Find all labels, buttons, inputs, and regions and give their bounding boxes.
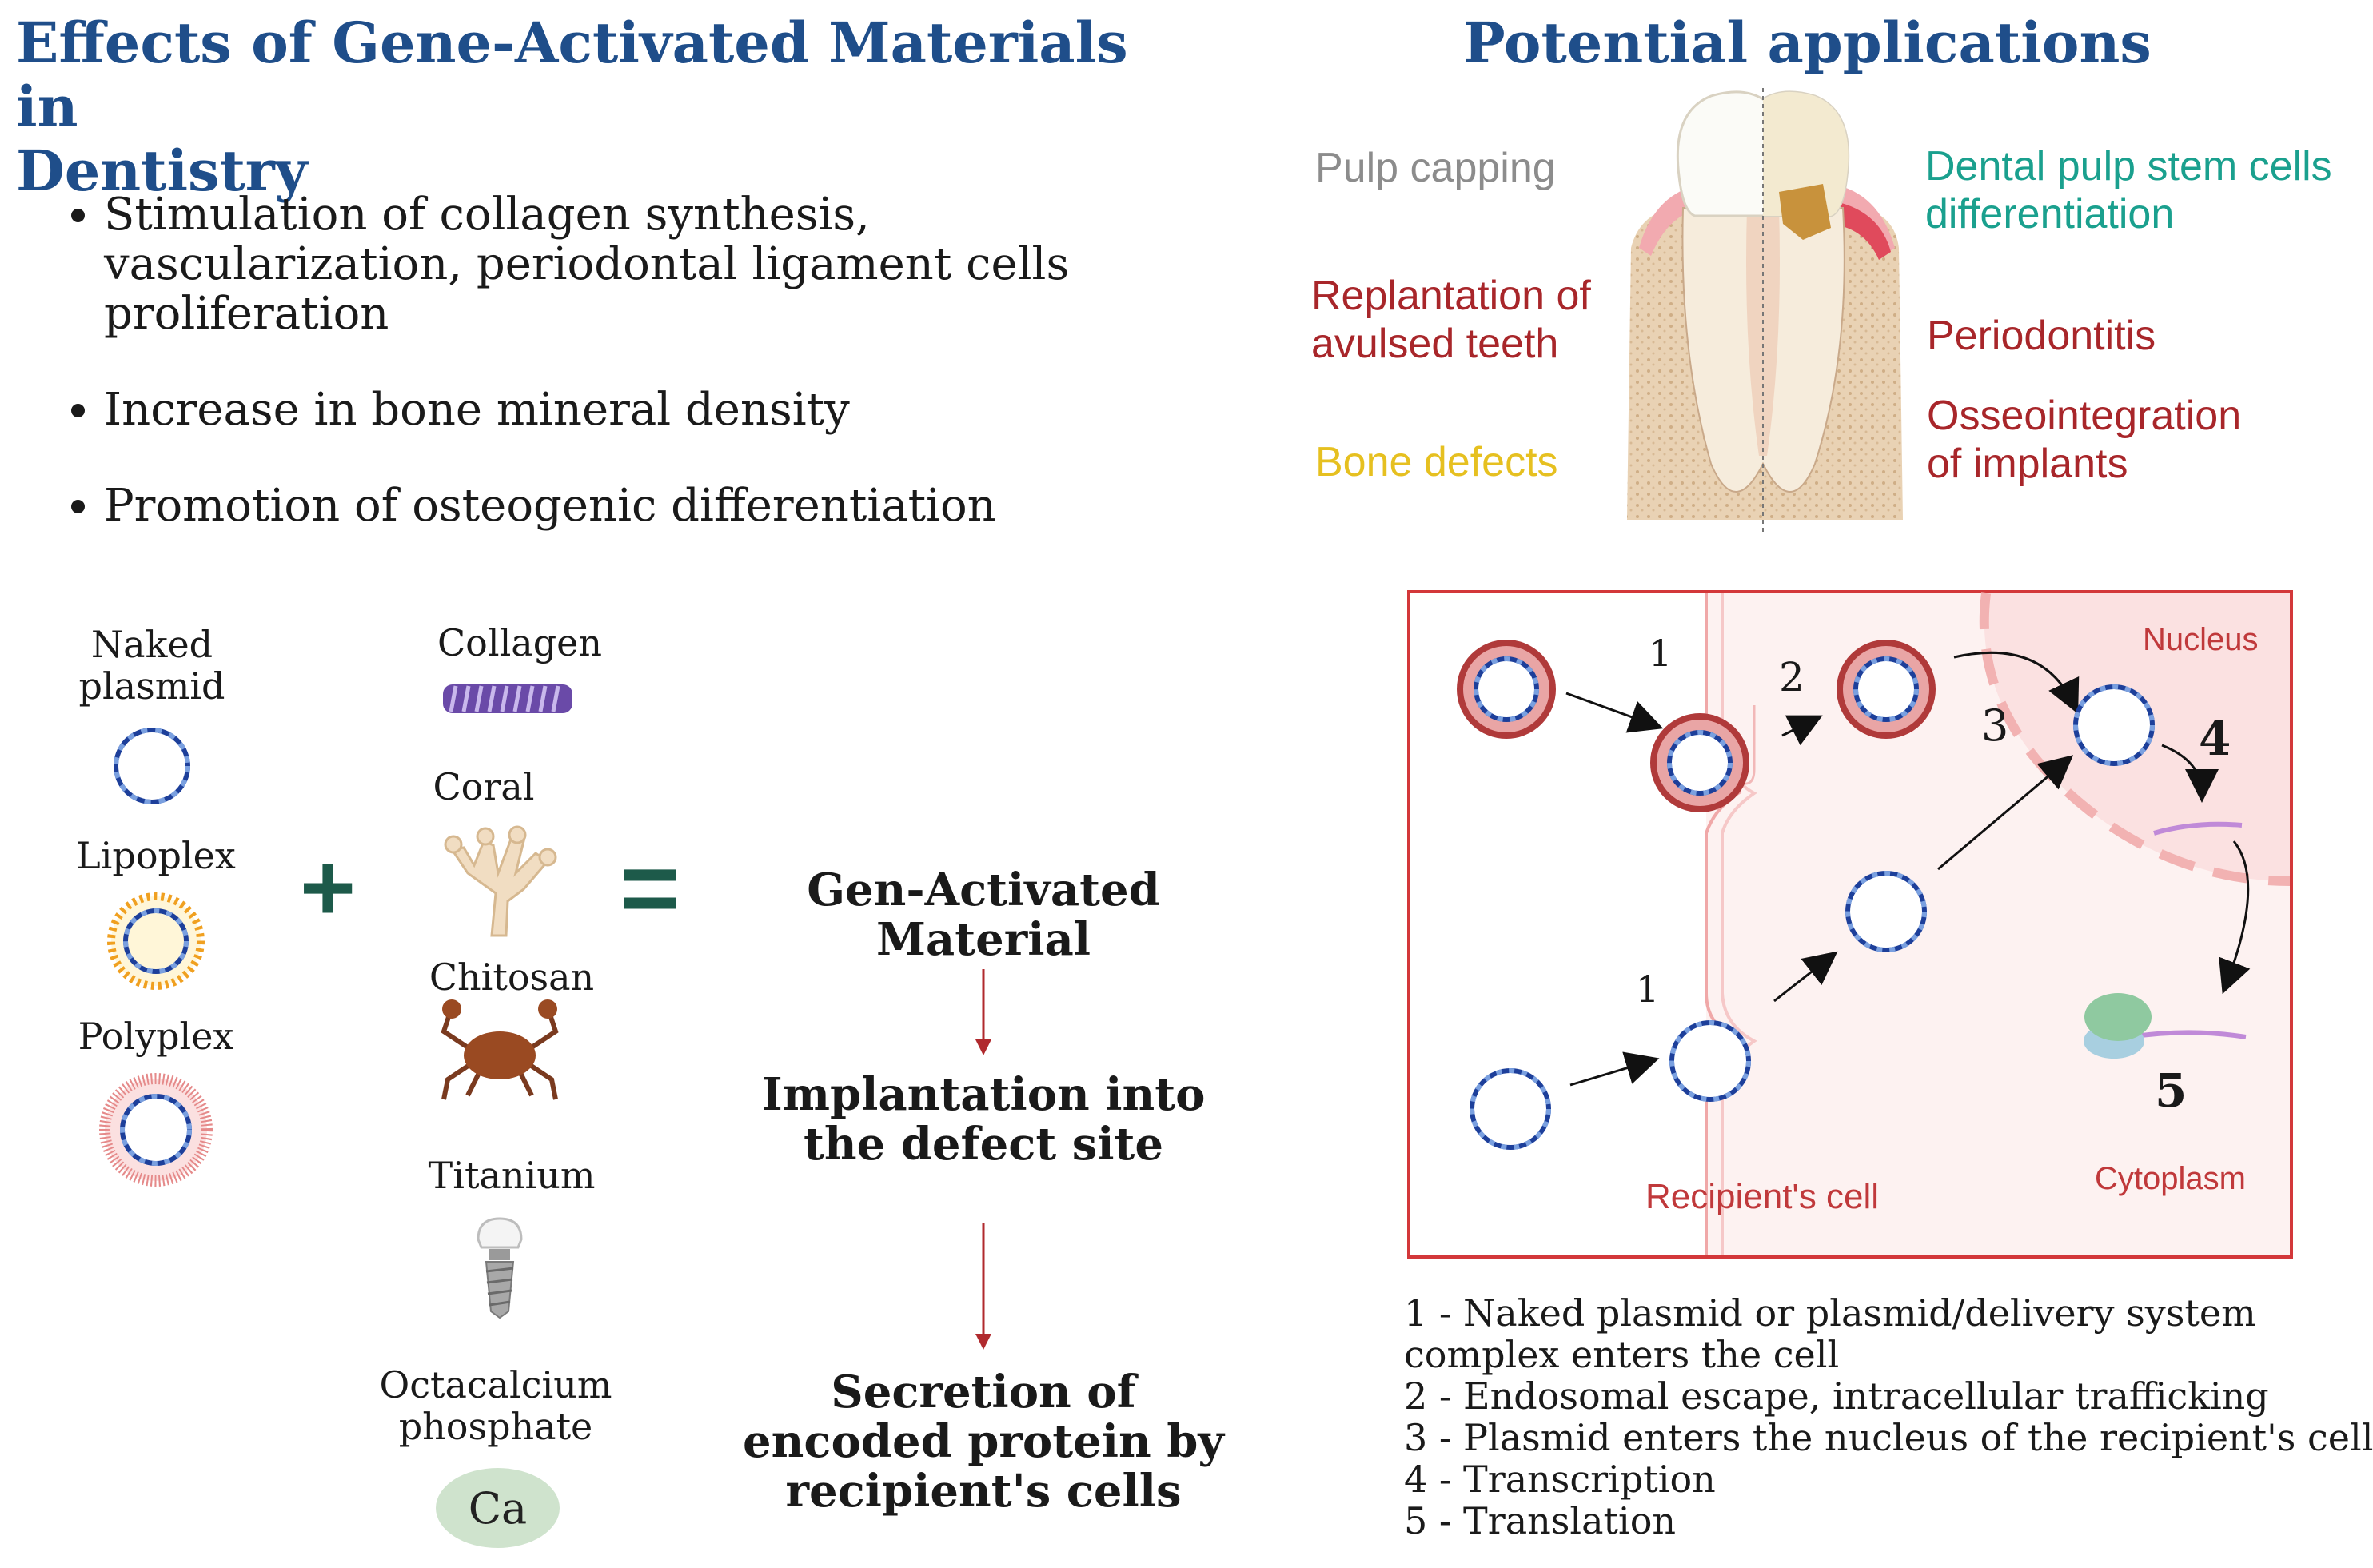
step-number-4: 4 [2199,712,2231,766]
secretion-step: Secretion of encoded protein by recipien… [704,1367,1263,1516]
step-number-2: 2 [1779,654,1805,700]
effect-item: Increase in bone mineral density [104,385,1143,435]
legend-line: 5 - Translation [1404,1499,1677,1542]
effect-item: Promotion of osteogenic differentiation [104,481,1143,531]
flow-arrow-1 [975,969,991,1055]
polyplex-label: Polyplex [78,1015,234,1058]
effect-item: Stimulation of collagen synthesis, vascu… [104,190,1143,339]
legend-line: 3 - Plasmid enters the nucleus of the re… [1404,1416,2373,1459]
implantation-step: Implantation into the defect site [720,1070,1247,1169]
app-dpsc-line1: Dental pulp stem cells [1925,143,2332,190]
legend-line: 2 - Endosomal escape, intracellular traf… [1404,1374,2269,1418]
octacalcium-label-line1: Octacalcium [379,1363,612,1406]
naked-plasmid-icon [114,728,190,804]
crab-icon [441,999,559,1100]
naked-plasmid-outside [1470,1068,1551,1150]
naked-plasmid-entering [1669,1020,1751,1102]
nucleus-label: Nucleus [2143,622,2259,657]
secretion-step-line3: recipient's cells [785,1465,1182,1518]
legend-line: 1 - Naked plasmid or plasmid/delivery sy… [1404,1291,2256,1335]
ribosome-icon [2084,993,2152,1059]
app-osseointegration-line2: of implants [1927,441,2128,487]
secretion-step-line1: Secretion of [831,1366,1136,1418]
nuclear-plasmid [2073,684,2155,766]
octacalcium-label-line2: phosphate [398,1405,593,1448]
app-osseointegration-line1: Osseointegration [1927,393,2242,439]
ca-badge-text: Ca [468,1482,528,1534]
collagen-icon [443,684,572,713]
equals-sign: = [620,829,680,946]
coral-icon [444,825,557,937]
app-replantation-line2: avulsed teeth [1311,321,1559,367]
step-number-1-bottom: 1 [1636,968,1660,1011]
chitosan-label: Chitosan [429,956,595,999]
legend-line: 4 - Transcription [1404,1458,1716,1501]
legend-line: complex enters the cell [1404,1333,1840,1376]
app-replantation: Replantation of avulsed teeth [1311,272,1591,368]
polyplex-icon [99,1073,213,1187]
effects-title: Effects of Gene-Activated Materials in D… [16,11,1135,203]
app-replantation-line1: Replantation of [1311,273,1591,319]
flow-arrow-2 [975,1223,991,1350]
effects-title-line1: Effects of Gene-Activated Materials in [16,10,1128,140]
app-dpsc-line2: differentiation [1925,191,2175,237]
gene-activated-material-label: Gen-Activated Material [807,864,1160,966]
cytoplasm-label: Cytoplasm [2095,1161,2246,1196]
app-pulp-capping: Pulp capping [1315,145,1556,191]
step-number-1-top: 1 [1649,632,1673,675]
step-number-5: 5 [2155,1063,2188,1118]
tooth-cross-section-icon [1627,88,1903,536]
app-periodontitis: Periodontitis [1927,313,2156,359]
effects-list: Stimulation of collagen synthesis, vascu… [48,190,1143,577]
applications-title: Potential applications [1463,10,2152,76]
app-bone-defects: Bone defects [1315,439,1558,485]
naked-plasmid-label-line1: Naked [90,623,213,666]
mechanism-diagram [1457,592,2291,1255]
mechanism-legend: 1 - Naked plasmid or plasmid/delivery sy… [1404,1292,2373,1542]
implantation-step-line1: Implantation into [761,1068,1206,1121]
app-dpsc: Dental pulp stem cells differentiation [1925,142,2332,238]
implantation-step-line2: the defect site [804,1118,1163,1171]
naked-plasmid-label: Naked plasmid [64,624,240,707]
collagen-label: Collagen [437,621,603,664]
octacalcium-label: Octacalcium phosphate [368,1364,624,1447]
recipient-cell-label: Recipient's cell [1645,1177,1880,1216]
naked-plasmid-cytoplasm [1845,871,1927,952]
lipoplex-label: Lipoplex [76,834,236,877]
effects-title-line2: Dentistry [16,138,308,204]
lipoplex-icon [107,892,205,990]
coral-label: Coral [433,765,535,808]
dental-implant-icon [477,1217,523,1319]
step-number-3: 3 [1981,700,2009,751]
endosome-plasmid-inside [1837,640,1936,739]
endosome-plasmid-entering [1650,713,1749,812]
naked-plasmid-label-line2: plasmid [78,664,225,708]
endosome-plasmid-1 [1457,640,1556,739]
app-osseointegration: Osseointegration of implants [1927,392,2241,488]
titanium-label: Titanium [428,1154,596,1197]
secretion-step-line2: encoded protein by [743,1415,1224,1468]
ca-badge: Ca [436,1468,560,1548]
plus-sign: + [300,834,357,941]
